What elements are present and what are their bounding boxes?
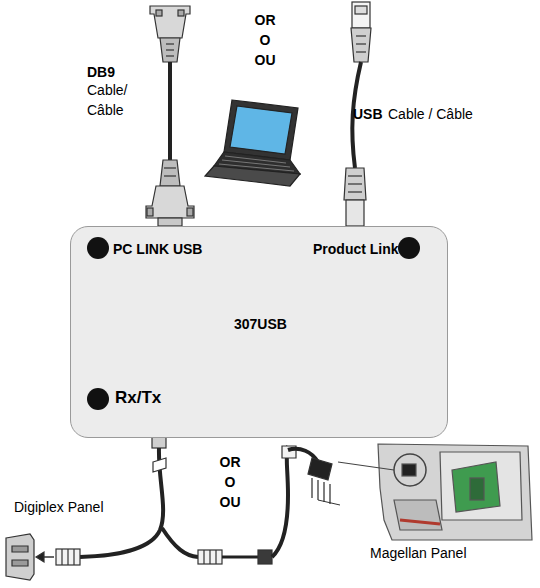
port-label: PC LINK USB [113, 240, 202, 258]
cable-name: USB [353, 104, 383, 124]
port-dot [398, 237, 420, 259]
device-name: 307USB [234, 315, 287, 333]
panel-label: Magellan Panel [370, 543, 467, 563]
port-label: Rx/Tx [115, 387, 161, 409]
panel-label: Digiplex Panel [14, 497, 104, 517]
cable-caption: Cable/ Câble [87, 80, 137, 120]
alternative-note: OR O OU [250, 10, 280, 70]
magellan-panel-illustration [338, 444, 532, 540]
cable-caption: Cable / Câble [388, 104, 473, 124]
alternative-note: OR O OU [215, 452, 245, 512]
port-dot [87, 237, 109, 259]
cable-name: DB9 [87, 62, 115, 82]
port-label: Product Link [313, 240, 399, 258]
port-dot [87, 388, 109, 410]
db9-cable [146, 6, 194, 226]
laptop-illustration [205, 100, 300, 186]
panel-cables [6, 436, 340, 580]
interface-box: PC LINK USB Product Link 307USB Rx/Tx [70, 226, 448, 438]
